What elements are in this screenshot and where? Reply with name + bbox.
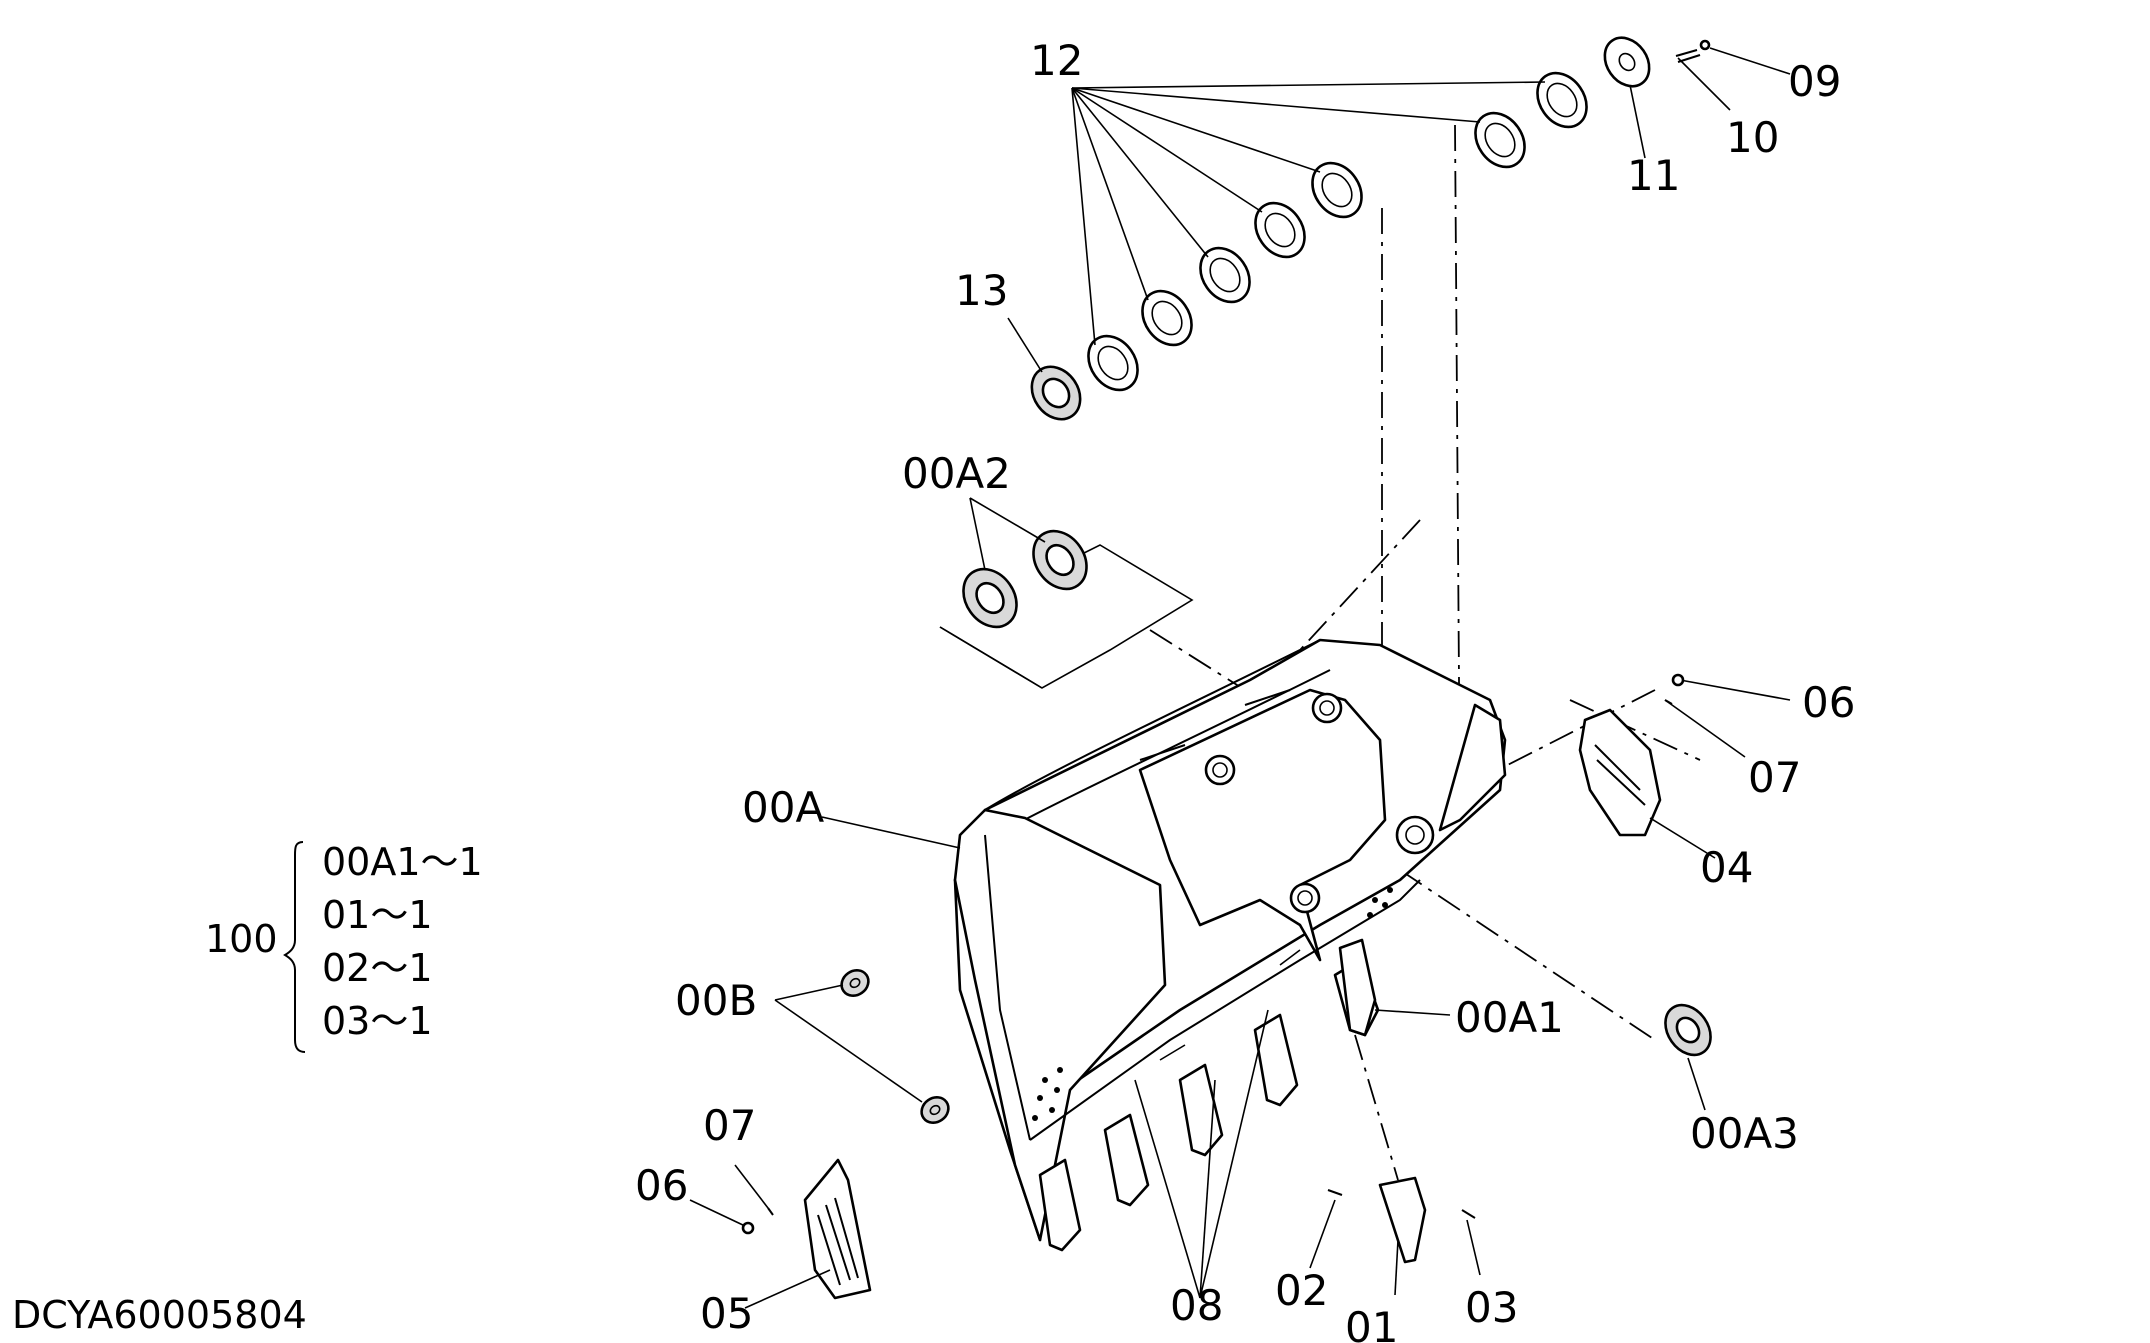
callout-12: 12 (1030, 36, 1083, 85)
callout-10: 10 (1726, 113, 1779, 162)
leaders-05-06-07-left (689, 1164, 831, 1309)
shim-rings-group (1087, 71, 1588, 392)
shim-ring (1254, 201, 1306, 259)
shim-ring (1474, 111, 1526, 169)
bushing-00A2-group (939, 497, 1194, 689)
callout-02: 02 (1275, 1266, 1328, 1315)
pin-00B-upper (840, 969, 870, 997)
callout-01: 01 (1345, 1303, 1398, 1343)
callout-08: 08 (1170, 1281, 1223, 1330)
side-cutter-05 (803, 1158, 872, 1300)
callout-05: 05 (700, 1289, 753, 1338)
spacer-ring-13 (1030, 365, 1082, 421)
bolt-07-left (767, 1207, 774, 1216)
callout-07-left: 07 (703, 1101, 756, 1150)
pin-02 (1327, 1189, 1343, 1196)
callout-00A: 00A (742, 783, 824, 832)
leader-lines-12 (1071, 81, 1546, 346)
shim-ring (1536, 71, 1588, 129)
tooth-00A1 (1338, 938, 1377, 1037)
leader-00A1 (1374, 1009, 1451, 1016)
callout-00B: 00B (675, 976, 757, 1025)
kit-item: 03～1 (322, 999, 433, 1043)
tooth-01 (1378, 1176, 1427, 1264)
drawing-id: DCYA60005804 (12, 1293, 307, 1337)
leader-13 (1007, 317, 1043, 373)
lock-03 (1461, 1209, 1476, 1219)
washer-11 (1603, 36, 1651, 88)
nut-09 (1699, 39, 1711, 51)
callout-11: 11 (1627, 151, 1680, 200)
shim-ring (1087, 334, 1139, 392)
callout-09: 09 (1788, 57, 1841, 106)
leader-00A3 (1687, 1057, 1706, 1111)
pin-00B-group (774, 969, 950, 1124)
bucket-00A (953, 638, 1507, 1242)
bushing-00A2-lower (962, 567, 1018, 629)
bushing-00A2-upper (1032, 529, 1088, 591)
shim-ring (1199, 246, 1251, 304)
leaders-08 (1134, 1009, 1269, 1299)
callout-06-left: 06 (635, 1161, 688, 1210)
shim-ring (1141, 289, 1193, 347)
callout-07-right: 07 (1748, 753, 1801, 802)
leaders-01-02-03 (1309, 1034, 1481, 1296)
kit-item: 02～1 (322, 946, 433, 990)
callout-06-right: 06 (1802, 678, 1855, 727)
nut-06-left (741, 1221, 755, 1235)
leaders-04-06-07-right (1649, 679, 1791, 859)
callout-13: 13 (955, 266, 1008, 315)
bolt-07-right (1664, 699, 1673, 705)
callout-00A3: 00A3 (1690, 1109, 1799, 1158)
side-cutter-04 (1578, 708, 1662, 837)
callout-03: 03 (1465, 1283, 1518, 1332)
kit-number: 100 (205, 917, 278, 961)
callout-00A2: 00A2 (902, 449, 1011, 498)
kit-item: 00A1～1 (322, 840, 483, 884)
callout-04: 04 (1700, 843, 1753, 892)
ring-00A3 (1664, 1003, 1712, 1057)
shim-ring (1311, 161, 1363, 219)
leaders-09-10-11 (1629, 47, 1791, 159)
kit-item: 01～1 (322, 893, 433, 937)
kit-brace (283, 841, 306, 1053)
leader-00A (821, 816, 961, 849)
callout-00A1: 00A1 (1455, 993, 1564, 1042)
nut-06-right (1671, 673, 1685, 687)
pin-00B-lower (920, 1096, 950, 1124)
